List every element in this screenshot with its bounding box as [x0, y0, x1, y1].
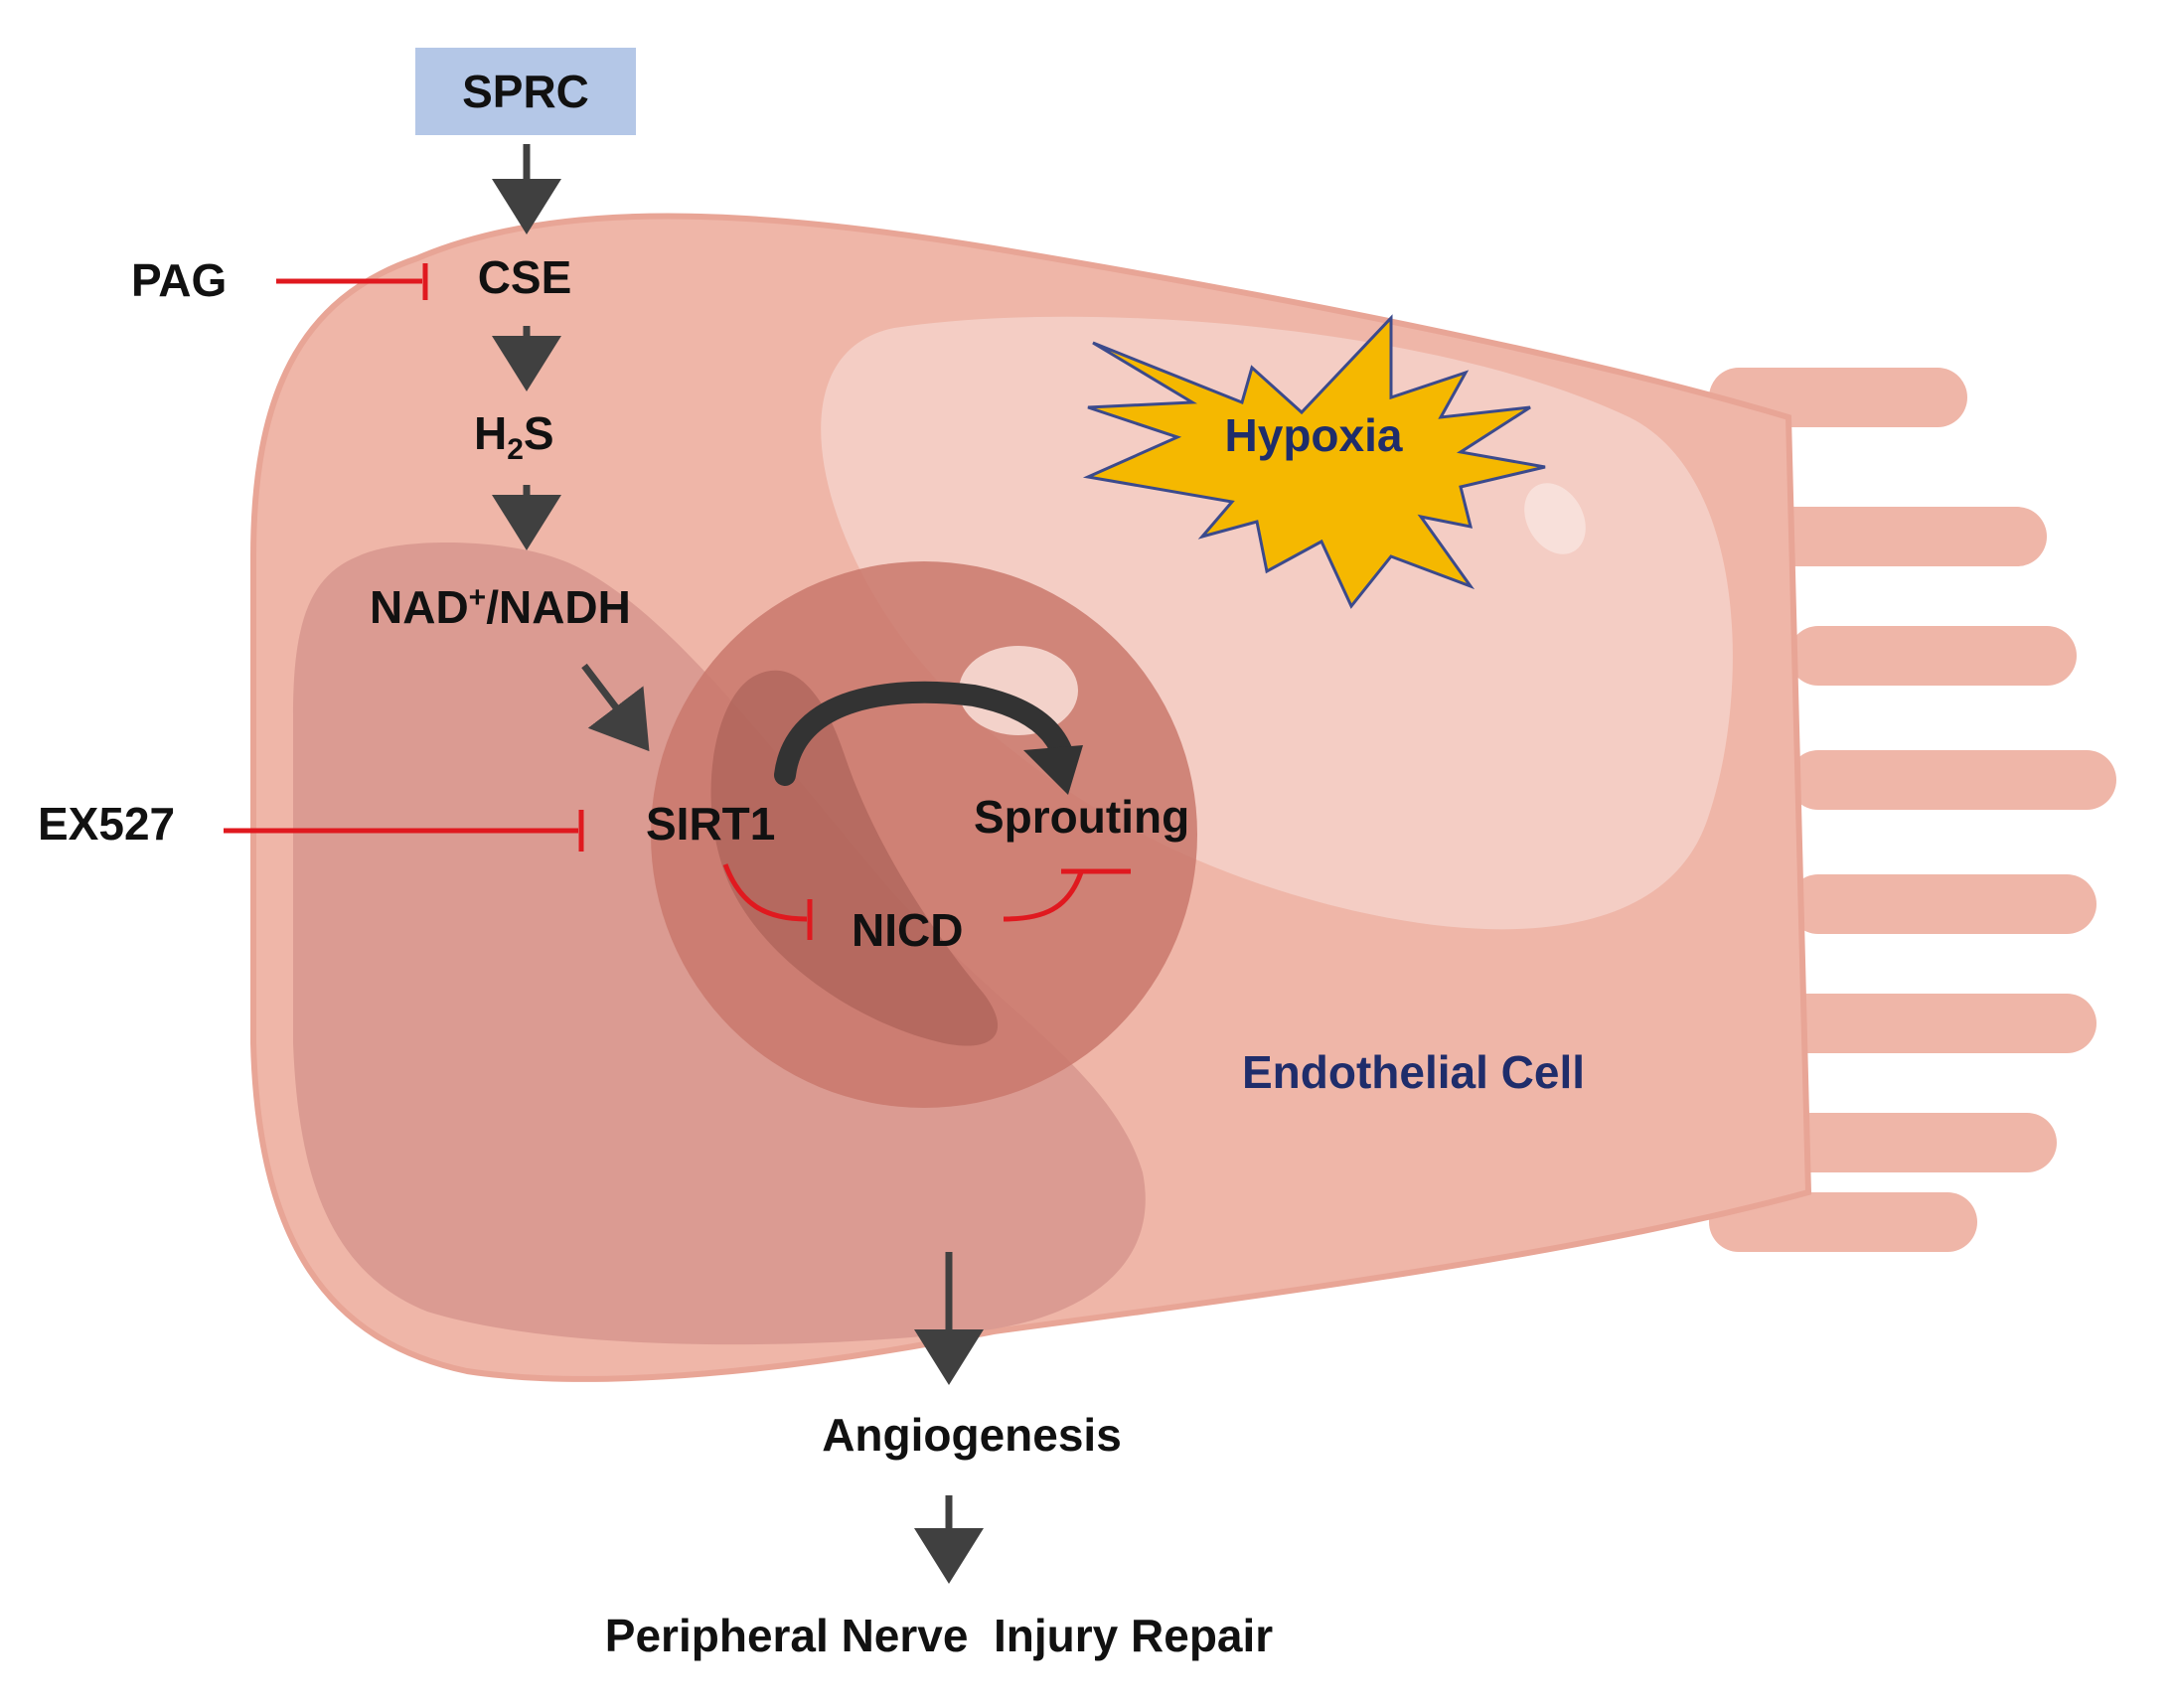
- h2s-tail: S: [524, 407, 554, 459]
- nad-tail: /NADH: [486, 581, 631, 633]
- activation-arrows: [492, 144, 984, 1584]
- repair-label: Peripheral Nerve Injury Repair: [605, 1610, 1273, 1661]
- h2s-label: H2S: [474, 407, 554, 466]
- endothelial-cell-label: Endothelial Cell: [1242, 1046, 1585, 1098]
- inhibition-pag-cse: [276, 263, 428, 300]
- sprc-label: SPRC: [462, 66, 589, 117]
- inhibition-ex527-sirt1: [224, 810, 584, 852]
- hypoxia-starburst: Hypoxia: [1082, 314, 1546, 609]
- hypoxia-label: Hypoxia: [1225, 409, 1403, 461]
- nicd-label: NICD: [852, 904, 963, 956]
- sprc-node: SPRC: [415, 48, 636, 135]
- inhibition-arrows: [224, 263, 1131, 940]
- sprouting-label: Sprouting: [974, 791, 1189, 843]
- ex527-label: EX527: [38, 798, 175, 850]
- sprc-box: [415, 48, 636, 135]
- nad-label: NAD+/NADH: [370, 581, 631, 633]
- arrow-sirt1-to-sprouting: [774, 681, 1083, 795]
- inhibition-nicd-sprouting: [1003, 868, 1131, 922]
- vesicle: [1524, 483, 1586, 554]
- h2s-subscript: 2: [507, 433, 524, 466]
- filopodia: [1709, 368, 2116, 1252]
- sirt1-label: SIRT1: [646, 798, 775, 850]
- inhibition-sirt1-nicd: [722, 863, 813, 940]
- nucleolus: [959, 646, 1078, 735]
- nad-main: NAD: [370, 581, 469, 633]
- arrow-nad-to-sirt1: [581, 663, 650, 752]
- nad-superscript: +: [469, 581, 487, 614]
- pag-label: PAG: [131, 254, 227, 306]
- cse-label: CSE: [478, 251, 572, 303]
- angiogenesis-label: Angiogenesis: [822, 1409, 1122, 1461]
- h2s-main: H: [474, 407, 507, 459]
